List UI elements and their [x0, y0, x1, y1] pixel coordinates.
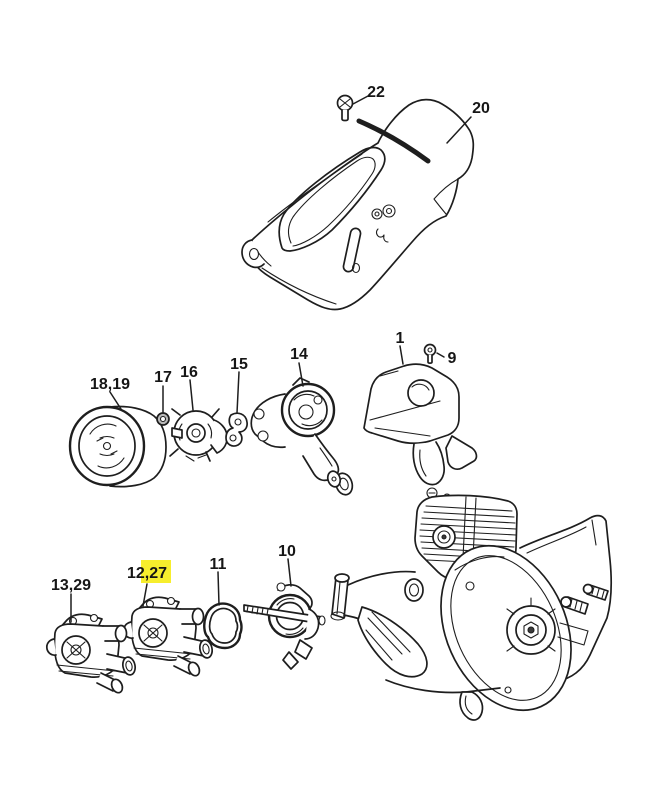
leader-lines — [70, 95, 472, 623]
part-label-16[interactable]: 16 — [180, 364, 198, 381]
engine-short-block-drawing — [330, 494, 613, 721]
part-label-20[interactable]: 20 — [472, 100, 490, 117]
part-20-top-cover-drawing — [241, 98, 475, 311]
part-label-14[interactable]: 14 — [290, 346, 308, 363]
part-label-1[interactable]: 1 — [396, 330, 405, 347]
part-label-13-29[interactable]: 13,29 — [51, 577, 91, 594]
part-9-screw-drawing — [423, 343, 437, 364]
highlight-box — [141, 560, 171, 583]
part-label-15[interactable]: 15 — [230, 356, 248, 373]
part-16-rotor-drawing — [169, 408, 228, 462]
part-13-29-carburetor-drawing — [45, 613, 137, 694]
part-label-11[interactable]: 11 — [210, 556, 227, 573]
part-1-bracket-drawing — [363, 363, 478, 505]
part-17-nut-drawing — [156, 412, 170, 426]
part-14-fan-housing-drawing — [250, 377, 354, 496]
part-label-10[interactable]: 10 — [278, 543, 296, 560]
part-22-screw-drawing — [336, 94, 354, 122]
part-15-clip-drawing — [225, 412, 248, 447]
part-label-22[interactable]: 22 — [367, 84, 385, 101]
part-10-intake-drawing — [243, 582, 326, 670]
part-label-17[interactable]: 17 — [154, 369, 172, 386]
part-label-18-19[interactable]: 18,19 — [90, 376, 130, 393]
part-11-gasket-drawing — [203, 602, 243, 650]
part-18-19-air-filter-drawing — [68, 405, 167, 488]
part-label-12-27[interactable]: 12,27 — [127, 565, 167, 582]
part-label-9[interactable]: 9 — [448, 350, 457, 367]
part-12-27-carburetor-drawing — [122, 596, 214, 677]
